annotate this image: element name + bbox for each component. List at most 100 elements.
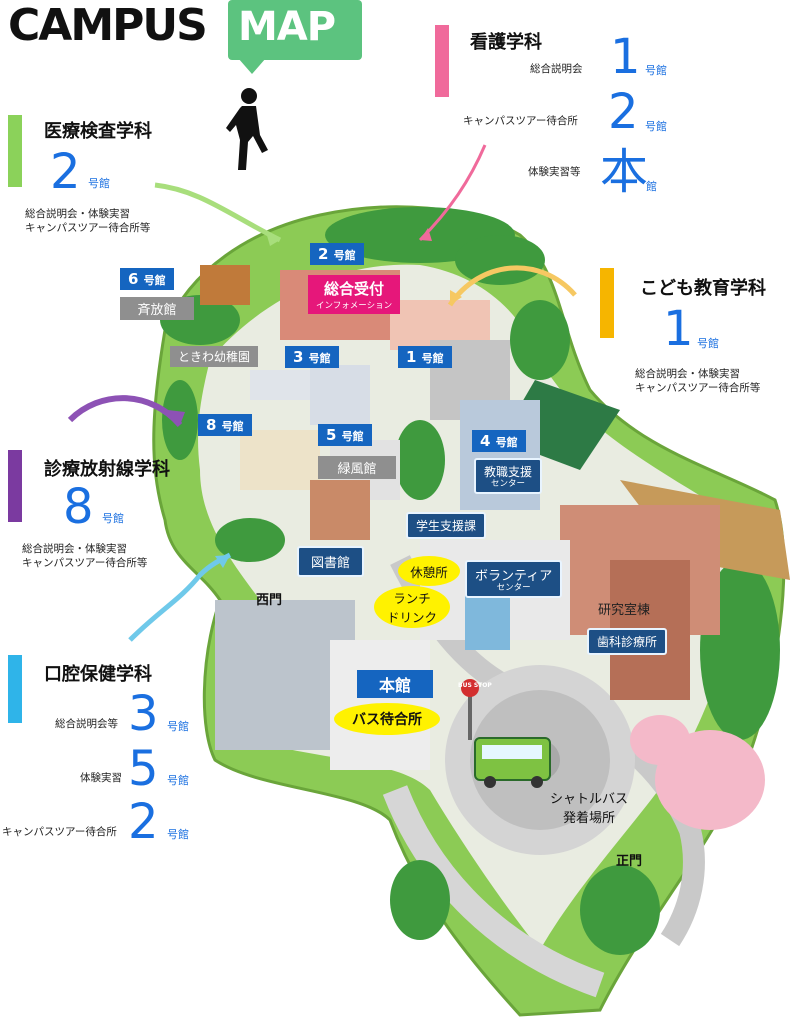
- label-west-gate[interactable]: 西門: [256, 593, 283, 608]
- nursing-row2-unit: 号館: [645, 120, 667, 133]
- label-library[interactable]: 図書館: [297, 546, 365, 577]
- label-bldg-3[interactable]: 3 号館: [285, 346, 339, 368]
- label-lunch[interactable]: ランチ ドリンク: [374, 586, 450, 628]
- walking-person-icon: [226, 88, 268, 170]
- label-bldg-1-num: 1: [406, 348, 417, 366]
- label-bldg-2-num: 2: [318, 245, 329, 263]
- bus-stop-sign: [461, 679, 479, 740]
- label-kyoshoku[interactable]: 教職支援 センター: [474, 458, 543, 494]
- label-volunteer-main: ボランティア: [475, 569, 553, 584]
- medical-lab-color-bar: [8, 115, 22, 187]
- label-volunteer[interactable]: ボランティア センター: [465, 560, 563, 598]
- nursing-row3-num: 本: [600, 144, 649, 200]
- title-map: MAP: [238, 4, 336, 50]
- radiology-unit: 号館: [102, 512, 124, 525]
- label-seihoukan[interactable]: 斉放館: [120, 297, 194, 320]
- label-bldg-5-unit: 号館: [341, 430, 364, 443]
- label-bldg-5-num: 5: [326, 426, 337, 444]
- medical-lab-unit: 号館: [88, 177, 110, 190]
- label-bus-wait[interactable]: バス待合所: [334, 703, 440, 735]
- oral-row2-label: 体験実習: [80, 772, 122, 784]
- label-shuttle[interactable]: シャトルバス 発着場所: [550, 788, 628, 826]
- arrow-medical-lab: [154, 182, 282, 243]
- nursing-title: 看護学科: [470, 32, 542, 53]
- arrow-radiology: [67, 395, 183, 428]
- label-ryokufukan[interactable]: 緑風館: [318, 456, 396, 479]
- label-kyoshoku-sub: センター: [491, 479, 526, 489]
- label-reception[interactable]: 総合受付 インフォメーション: [308, 275, 401, 314]
- label-bldg-8-num: 8: [206, 416, 217, 434]
- medical-lab-num: 2: [50, 144, 81, 200]
- label-bldg-8[interactable]: 8 号館: [198, 414, 252, 436]
- label-bldg-1[interactable]: 1 号館: [398, 346, 452, 368]
- child-edu-note2: キャンパスツアー待合所等: [635, 382, 761, 394]
- oral-row3-label: キャンパスツアー待合所: [2, 826, 117, 838]
- label-bldg-4-unit: 号館: [495, 436, 518, 449]
- radiology-title: 診療放射線学科: [44, 459, 170, 480]
- nursing-row3-label: 体験実習等: [528, 166, 581, 178]
- radiology-color-bar: [8, 450, 22, 522]
- nursing-row1-label: 総合説明会: [530, 63, 583, 75]
- nursing-row1-num: 1: [610, 29, 641, 85]
- label-gakusei[interactable]: 学生支援課: [406, 512, 487, 539]
- shuttle-bus-icon: [474, 737, 551, 788]
- label-bldg-3-num: 3: [293, 348, 304, 366]
- label-bldg-5[interactable]: 5 号館: [318, 424, 372, 446]
- label-bldg-8-unit: 号館: [221, 420, 244, 433]
- oral-title: 口腔保健学科: [44, 664, 152, 685]
- oral-row1-label: 総合説明会等: [55, 718, 118, 730]
- arrow-child-edu: [447, 265, 577, 307]
- label-bldg-1-unit: 号館: [421, 352, 444, 365]
- label-shuttle-line2: 発着場所: [563, 811, 616, 826]
- medical-lab-title: 医療検査学科: [44, 121, 152, 142]
- nursing-row1-unit: 号館: [645, 64, 667, 77]
- child-edu-unit: 号館: [697, 337, 719, 350]
- label-volunteer-sub: センター: [496, 583, 531, 593]
- child-edu-title: こども教育学科: [640, 278, 766, 299]
- label-bldg-4[interactable]: 4 号館: [472, 430, 526, 452]
- oral-row2-num: 5: [128, 741, 159, 797]
- title-campus: CAMPUS: [8, 0, 208, 51]
- label-shuttle-line1: シャトルバス: [550, 792, 629, 807]
- child-edu-num: 1: [663, 301, 694, 357]
- label-bldg-6-unit: 号館: [143, 274, 166, 287]
- label-rest[interactable]: 休憩所: [398, 556, 460, 586]
- oral-row1-num: 3: [128, 686, 159, 742]
- label-bldg-6-num: 6: [128, 270, 139, 288]
- label-honkan[interactable]: 本館: [357, 670, 433, 698]
- label-bldg-3-unit: 号館: [308, 352, 331, 365]
- oral-row3-unit: 号館: [167, 828, 189, 841]
- radiology-note1: 総合説明会・体験実習: [22, 543, 127, 555]
- label-bus-stop: BUS STOP: [458, 682, 492, 689]
- label-tokiwa[interactable]: ときわ幼稚園: [170, 346, 259, 367]
- radiology-note2: キャンパスツアー待合所等: [22, 557, 148, 569]
- label-dental[interactable]: 歯科診療所: [587, 628, 668, 655]
- oral-row1-unit: 号館: [167, 720, 189, 733]
- label-kyoshoku-main: 教職支援: [484, 465, 533, 479]
- label-bldg-4-num: 4: [480, 432, 491, 450]
- nursing-row2-label: キャンパスツアー待合所: [463, 115, 578, 127]
- label-bldg-2[interactable]: 2 号館: [310, 243, 364, 265]
- oral-row2-unit: 号館: [167, 774, 189, 787]
- medical-lab-note2: キャンパスツアー待合所等: [25, 222, 151, 234]
- medical-lab-note1: 総合説明会・体験実習: [25, 208, 130, 220]
- title-map-box: [228, 0, 362, 60]
- label-lunch-line2: ドリンク: [386, 610, 437, 625]
- nursing-row3-unit: 館: [646, 180, 657, 193]
- label-reception-main: 総合受付: [324, 280, 385, 298]
- child-edu-note1: 総合説明会・体験実習: [635, 368, 740, 380]
- oral-color-bar: [8, 655, 22, 723]
- map-pointer-icon: [238, 58, 266, 74]
- label-bldg-6[interactable]: 6 号館: [120, 268, 174, 290]
- oral-row3-num: 2: [128, 794, 159, 850]
- radiology-num: 8: [63, 479, 94, 535]
- label-lab-bldg[interactable]: 研究室棟: [598, 603, 651, 618]
- nursing-color-bar: [435, 25, 449, 97]
- child-edu-color-bar: [600, 268, 614, 338]
- nursing-row2-num: 2: [608, 84, 639, 140]
- label-lunch-line1: ランチ: [393, 591, 431, 606]
- arrow-nursing: [418, 144, 487, 242]
- label-reception-sub: インフォメーション: [316, 301, 393, 311]
- label-main-gate[interactable]: 正門: [616, 854, 643, 869]
- label-bldg-2-unit: 号館: [333, 249, 356, 262]
